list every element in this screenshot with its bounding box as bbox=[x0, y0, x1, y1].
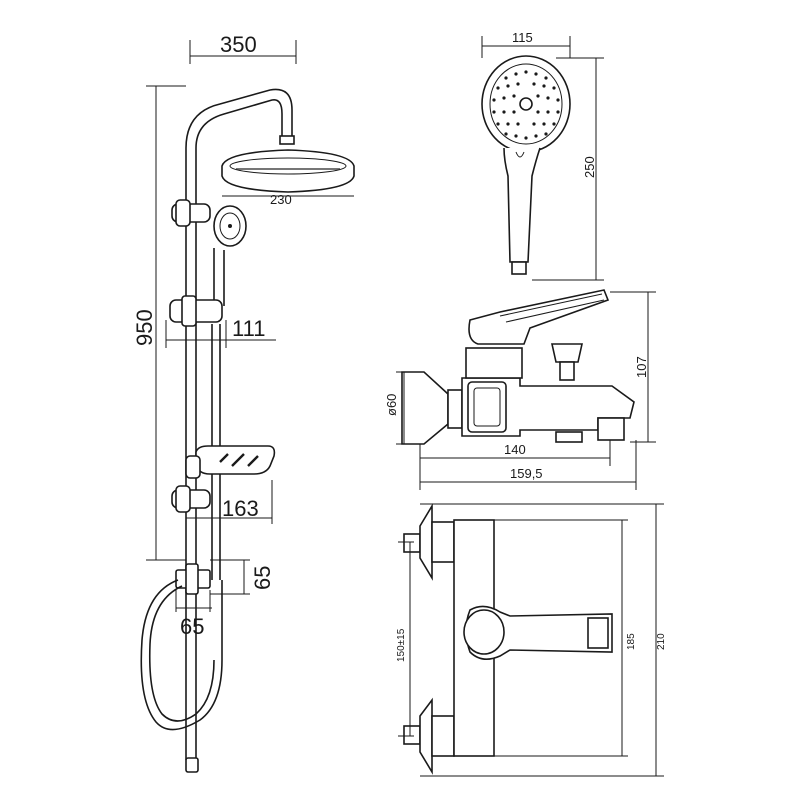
cartridge-housing bbox=[465, 347, 523, 379]
lower-inlet bbox=[403, 697, 455, 775]
upper-inlet bbox=[403, 503, 455, 581]
mixer-side-view: ø60 140 159,5 107 bbox=[384, 289, 656, 490]
soap-dish bbox=[185, 445, 276, 479]
connector-width-label: 65 bbox=[180, 614, 204, 639]
connector-width-dimension: 65 bbox=[176, 607, 212, 639]
inlet-spacing-dimension: 150±15 bbox=[396, 541, 414, 737]
mixer-length-label: 140 bbox=[504, 442, 526, 457]
holder-offset-label: 111 bbox=[232, 316, 265, 341]
holder-offset-dimension: 111 bbox=[165, 316, 276, 348]
outer-height-label: 210 bbox=[656, 633, 667, 650]
shower-column: 230 bbox=[132, 32, 355, 773]
spout-outlet bbox=[555, 431, 583, 443]
mixer-total-length-dimension: 159,5 bbox=[420, 440, 637, 490]
hand-shower-height-dimension: 250 bbox=[532, 57, 604, 281]
column-height-dimension: 950 bbox=[132, 85, 186, 561]
inner-height-label: 185 bbox=[626, 633, 637, 650]
hand-shower-detail: 115 250 bbox=[481, 30, 604, 281]
hand-shower-handle bbox=[503, 147, 541, 263]
outer-height-dimension: 210 bbox=[420, 503, 667, 777]
connector-height-label: 65 bbox=[250, 566, 275, 590]
mixer-total-length-label: 159,5 bbox=[510, 466, 543, 481]
head-width-label: 230 bbox=[270, 192, 292, 207]
hand-shower-connector bbox=[511, 261, 527, 275]
inlet-spacing-label: 150±15 bbox=[396, 628, 407, 662]
riser-pipe bbox=[185, 148, 197, 760]
connector-height-dimension: 65 bbox=[210, 559, 275, 595]
mixer-top-view: 150±15 185 210 bbox=[396, 503, 667, 777]
column-width-dimension: 350 bbox=[189, 32, 297, 64]
bottom-fitting bbox=[185, 757, 199, 773]
column-width-label: 350 bbox=[220, 32, 257, 57]
column-height-label: 950 bbox=[132, 309, 157, 346]
mixer-height-label: 107 bbox=[634, 356, 649, 378]
mixer-height-dimension: 107 bbox=[610, 291, 656, 443]
upper-wall-bracket bbox=[171, 199, 211, 227]
diverter-connector bbox=[175, 563, 211, 612]
slide-holder bbox=[169, 295, 223, 327]
shower-arm bbox=[185, 88, 293, 149]
flange-diameter-label: ø60 bbox=[384, 394, 399, 416]
diverter-knob bbox=[551, 343, 583, 381]
lower-offset-label: 163 bbox=[222, 496, 259, 521]
hand-shower-width-label: 115 bbox=[512, 30, 533, 45]
aerator bbox=[597, 417, 625, 441]
hand-shower-mounted bbox=[213, 205, 247, 306]
head-width-dimension: 230 bbox=[222, 192, 354, 207]
spray-nozzles bbox=[492, 70, 560, 140]
flange-diameter-dimension: ø60 bbox=[384, 371, 410, 445]
lever-handle bbox=[468, 289, 610, 345]
hand-shower-height-label: 250 bbox=[582, 156, 597, 178]
wall-flange bbox=[401, 371, 449, 445]
flange-nut bbox=[447, 389, 463, 429]
hand-shower-width-dimension: 115 bbox=[481, 30, 571, 58]
arm-nut bbox=[279, 135, 295, 145]
lower-offset-dimension: 163 bbox=[185, 480, 273, 524]
rain-shower-head bbox=[221, 149, 355, 193]
lower-wall-bracket bbox=[171, 485, 211, 513]
inner-height-dimension: 185 bbox=[494, 519, 637, 757]
flexible-hose bbox=[140, 579, 223, 731]
